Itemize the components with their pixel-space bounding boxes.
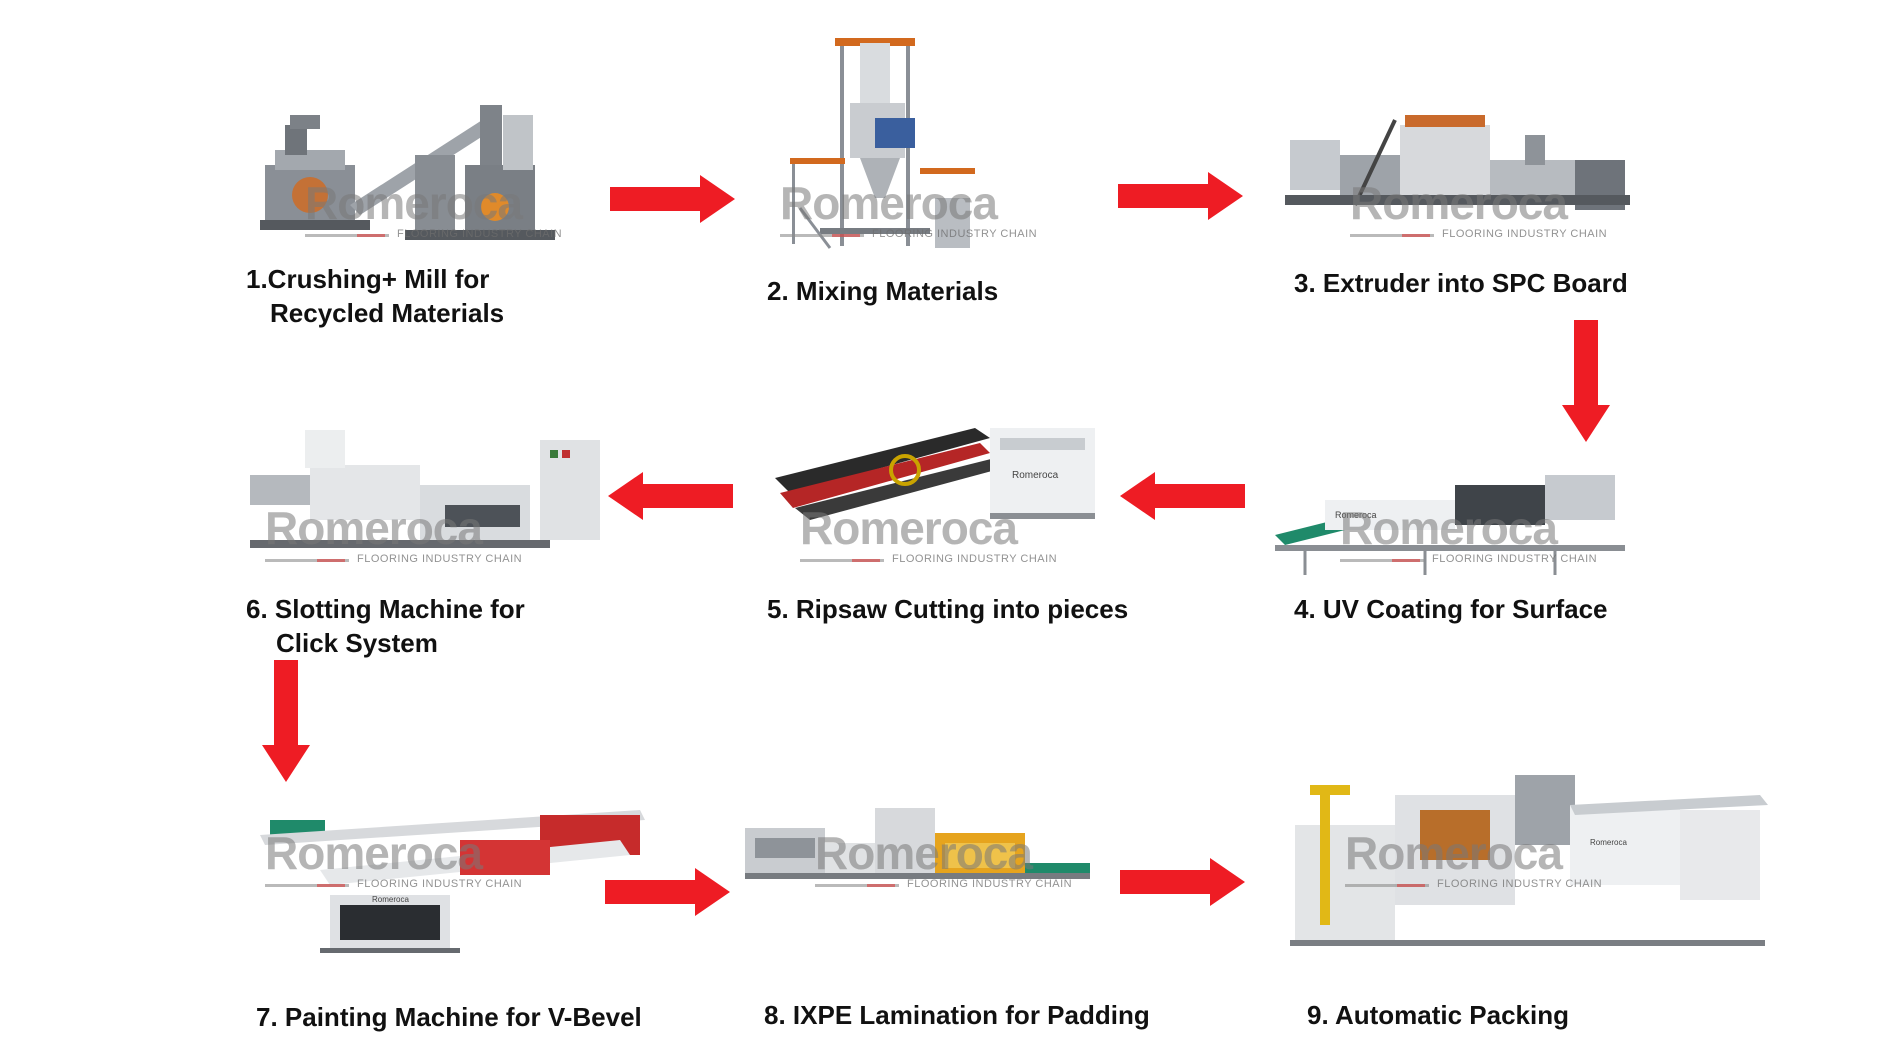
arrow-down-3-to-4 xyxy=(1562,320,1610,442)
svg-text:Romeroca: Romeroca xyxy=(1012,470,1059,481)
uv-coating-machine-image: Romeroca xyxy=(1275,470,1635,580)
step-2-label: 2. Mixing Materials xyxy=(767,276,999,306)
step-7-label: 7. Painting Machine for V-Bevel xyxy=(256,1002,642,1032)
step-4-label: 4. UV Coating for Surface xyxy=(1294,594,1608,624)
svg-text:Romeroca: Romeroca xyxy=(372,895,409,904)
arrow-left-4-to-5 xyxy=(1120,472,1245,520)
mixing-tower-image xyxy=(780,28,980,268)
step-8-label: 8. IXPE Lamination for Padding xyxy=(764,1000,1150,1030)
step-6-label: 6. Slotting Machine for Click System xyxy=(246,594,525,658)
painting-machine-image: Romeroca xyxy=(260,800,650,955)
arrow-left-5-to-6 xyxy=(608,472,733,520)
slotting-machine-image xyxy=(250,430,605,570)
step-5-label: 5. Ripsaw Cutting into pieces xyxy=(767,594,1129,624)
extruder-line-image xyxy=(1285,115,1630,245)
step-3-label: 3. Extruder into SPC Board xyxy=(1294,268,1628,298)
automatic-packing-machine-image: Romeroca xyxy=(1290,765,1770,955)
arrow-right-7-to-8 xyxy=(605,868,730,916)
ixpe-lamination-machine-image xyxy=(745,808,1090,903)
svg-text:Romeroca: Romeroca xyxy=(1590,838,1627,847)
ripsaw-machine-image: Romeroca xyxy=(775,408,1100,553)
step-1-label: 1.Crushing+ Mill for Recycled Materials xyxy=(246,264,505,328)
arrow-right-1-to-2 xyxy=(610,175,735,223)
arrow-right-8-to-9 xyxy=(1120,858,1245,906)
crusher-mill-machine-image xyxy=(255,95,560,250)
arrow-right-2-to-3 xyxy=(1118,172,1243,220)
svg-text:Romeroca: Romeroca xyxy=(1335,510,1377,520)
arrow-down-6-to-7 xyxy=(262,660,310,782)
step-9-label: 9. Automatic Packing xyxy=(1307,1000,1569,1030)
